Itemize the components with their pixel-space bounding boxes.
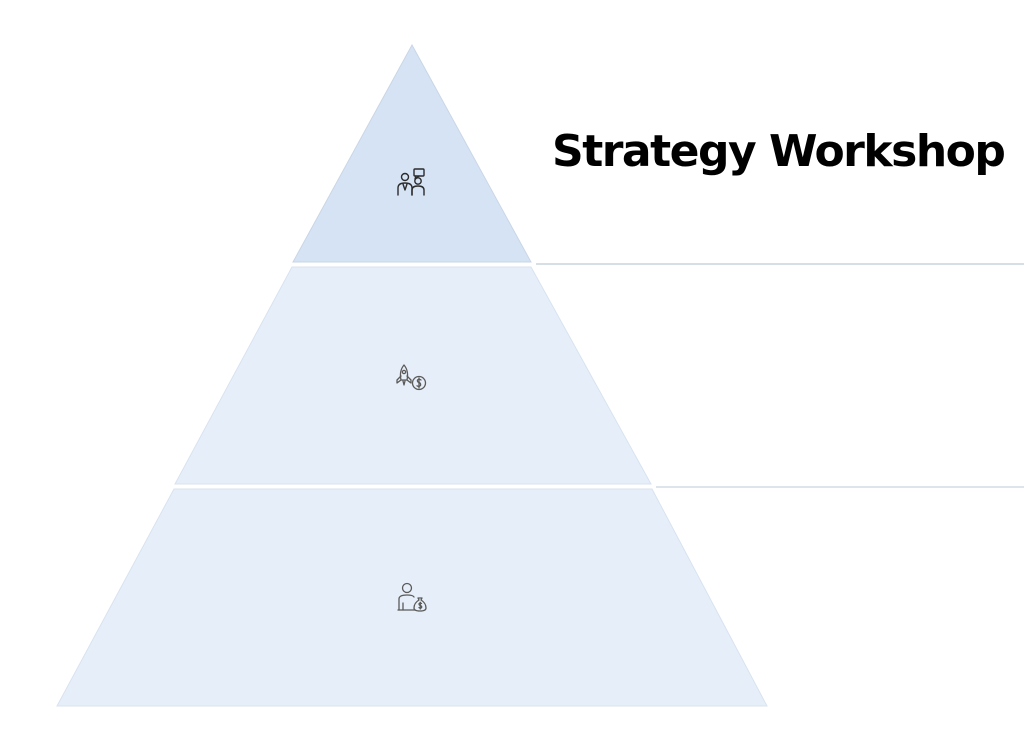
people-chat-icon	[397, 168, 425, 196]
pyramid-tier-top	[292, 43, 532, 263]
pyramid-tier-middle	[174, 266, 652, 485]
rocket-dollar-icon	[396, 364, 427, 391]
pyramid-tier-bottom	[56, 488, 768, 707]
slide-title: Strategy Workshop	[552, 126, 1006, 177]
person-laptop-moneybag-icon	[397, 582, 427, 612]
